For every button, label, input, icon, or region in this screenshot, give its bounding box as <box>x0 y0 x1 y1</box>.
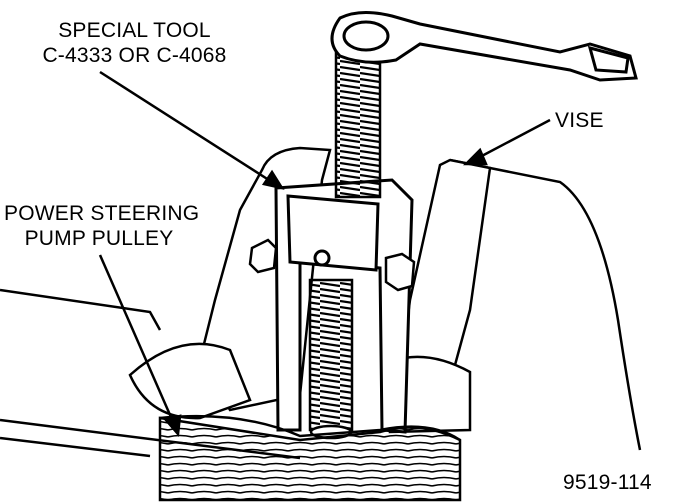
pulley-label-line1: POWER STEERING <box>4 202 200 225</box>
vise-callout: VISE <box>555 109 604 132</box>
special-tool-callout: SPECIAL TOOL C-4333 OR C-4068 <box>22 18 247 68</box>
pump-pulley <box>158 414 462 502</box>
figure-number: 9519-114 <box>563 471 652 494</box>
leader-lines <box>98 70 551 437</box>
yoke-side-nuts <box>248 238 416 292</box>
pulley-label-line2: PUMP PULLEY <box>24 227 174 250</box>
pulley-callout: POWER STEERING PUMP PULLEY <box>4 201 200 251</box>
pulley-arrowhead <box>163 414 182 437</box>
puller-yoke <box>274 178 414 434</box>
vise-arrowhead <box>462 147 488 166</box>
vise-leader <box>477 118 551 160</box>
special-tool-part-numbers: C-4333 OR C-4068 <box>42 44 227 67</box>
vise-right-jaw <box>388 158 642 451</box>
pulley-leader <box>98 254 176 425</box>
ratchet-handle <box>330 11 638 82</box>
special-tool-leader <box>99 70 273 184</box>
special-tool-arrowhead <box>261 169 285 190</box>
special-tool-name: SPECIAL TOOL <box>58 19 211 42</box>
